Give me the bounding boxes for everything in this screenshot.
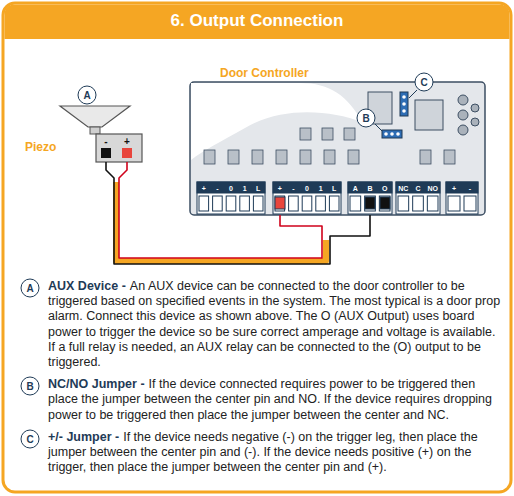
panel-frame <box>3 3 511 492</box>
screw-terminal <box>213 196 223 211</box>
piezo-illustration <box>60 106 142 162</box>
terminal-label: L <box>332 184 336 191</box>
terminal-label: NC <box>398 184 408 191</box>
node-label: Piezo <box>25 140 56 154</box>
terminal-label: 0 <box>229 184 233 191</box>
screw-terminal <box>464 196 476 211</box>
screw-terminal <box>316 196 326 211</box>
terminal-label: - <box>469 184 471 191</box>
terminal-label: 0 <box>305 184 309 191</box>
callout-letter: C <box>21 430 40 449</box>
plus-minus-jumper <box>400 92 408 116</box>
terminal-label: 1 <box>243 184 247 191</box>
description-heading: AUX Device - <box>48 279 126 293</box>
door-controller-board <box>190 82 485 215</box>
wire-connector <box>119 162 322 258</box>
terminal-label: NO <box>427 184 438 191</box>
screw-terminal <box>448 196 460 211</box>
terminal-label: A <box>353 184 358 191</box>
callout-letter: A <box>78 86 97 105</box>
terminal-label: - <box>292 184 294 191</box>
wire-sheath <box>116 182 326 261</box>
callout-letter: B <box>21 377 40 396</box>
terminal-label: + <box>452 184 456 191</box>
screw-terminal <box>365 196 376 211</box>
screw-terminal <box>253 196 263 211</box>
screw-terminal <box>379 196 390 211</box>
title-text: 6. Output Connection <box>3 3 511 39</box>
terminal-label: C <box>415 184 420 191</box>
screw-terminal <box>275 196 285 211</box>
pin-label: - <box>104 136 107 147</box>
terminal-label: 1 <box>319 184 323 191</box>
nc-no-jumper <box>382 130 402 138</box>
screw-terminal <box>398 196 409 211</box>
screw-terminal <box>350 196 361 211</box>
description-paragraph: AUX Device -An AUX device can be connect… <box>48 279 502 370</box>
screw-terminal <box>427 196 438 211</box>
terminal-label: + <box>278 184 282 191</box>
callout-letter: C <box>415 73 434 92</box>
description-paragraph: +/- Jumper -If the device needs negative… <box>48 430 502 476</box>
terminal-label: - <box>216 184 218 191</box>
callout-letter: B <box>357 109 376 128</box>
terminal-label: B <box>367 184 372 191</box>
screw-terminal <box>199 196 209 211</box>
screw-terminal <box>289 196 299 211</box>
pin-label: + <box>124 136 130 147</box>
screw-terminal <box>329 196 339 211</box>
screw-terminal <box>240 196 250 211</box>
screw-terminal <box>226 196 236 211</box>
component-region: Door Controller <box>190 64 485 215</box>
terminal-label: O <box>382 184 387 191</box>
terminal-blocks <box>197 182 478 214</box>
node-label: Door Controller <box>220 66 309 80</box>
screw-terminal <box>302 196 312 211</box>
screw-terminal <box>413 196 424 211</box>
terminal-label: L <box>256 184 260 191</box>
terminal-label: + <box>202 184 206 191</box>
description-heading: NC/NO Jumper - <box>48 377 145 391</box>
leader-lines <box>375 90 417 131</box>
callout-letter: A <box>21 279 40 298</box>
description-paragraph: NC/NO Jumper -If the device connected re… <box>48 377 502 423</box>
description-heading: +/- Jumper - <box>48 430 119 444</box>
wire-connector <box>106 162 370 264</box>
